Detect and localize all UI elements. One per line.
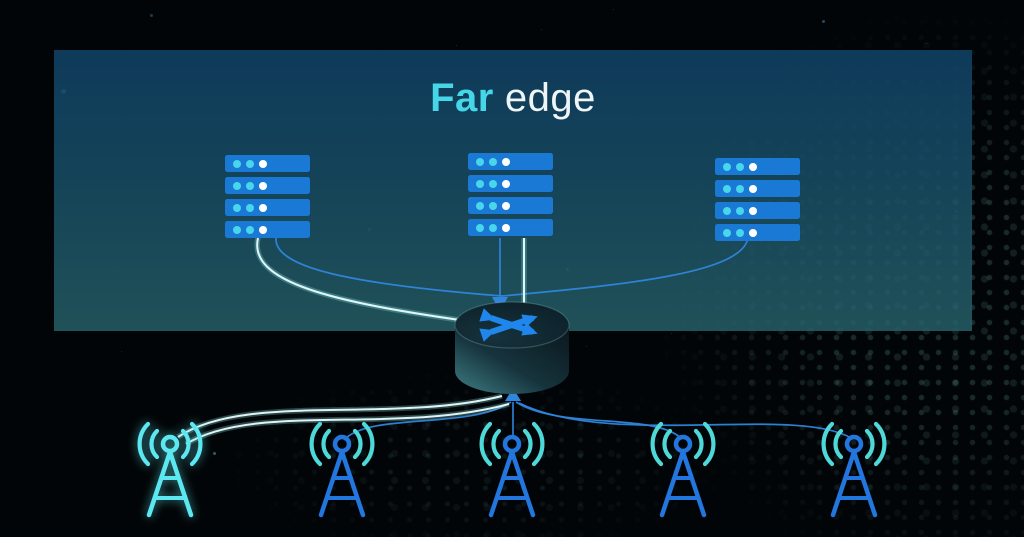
server-unit: [468, 153, 553, 170]
led-dot: [246, 159, 254, 168]
led-dot: [749, 206, 757, 215]
server-unit: [715, 180, 800, 197]
led-dot: [246, 203, 254, 212]
server-rack-3: [715, 158, 800, 246]
led-dot: [259, 225, 267, 234]
highlight-link-server1-switch: [254, 237, 475, 325]
led-dot: [736, 206, 744, 215]
switch-crossed-arrows-icon: [454, 301, 570, 394]
led-dot: [723, 206, 731, 215]
title-rest: edge: [504, 76, 596, 120]
led-dot: [489, 201, 497, 210]
led-dot: [502, 201, 510, 210]
led-dot: [736, 228, 744, 237]
led-dot: [736, 162, 744, 171]
led-dot: [502, 157, 510, 166]
server-rack-1: [225, 155, 310, 243]
led-dot: [502, 179, 510, 188]
led-dot: [489, 157, 497, 166]
server-unit: [468, 219, 553, 236]
led-dot: [476, 201, 484, 210]
led-dot: [502, 223, 510, 232]
led-dot: [246, 225, 254, 234]
server-unit: [468, 175, 553, 192]
edge-switch: [441, 293, 583, 410]
led-dot: [489, 223, 497, 232]
server-unit: [715, 224, 800, 241]
led-dot: [233, 181, 241, 190]
server-unit: [468, 197, 553, 214]
server-rack-icon: [225, 155, 310, 238]
led-dot: [476, 157, 484, 166]
led-dot: [259, 159, 267, 168]
led-dot: [476, 179, 484, 188]
radio-tower-icon-2: [292, 418, 392, 518]
link-switch-tower5: [518, 402, 852, 439]
led-dot: [749, 228, 757, 237]
led-dot: [489, 179, 497, 188]
server-rack-2: [468, 153, 553, 241]
server-rack-icon: [715, 158, 800, 241]
radio-tower-icon-3: [462, 418, 562, 518]
radio-tower-icon-4: [633, 418, 733, 518]
server-unit: [225, 199, 310, 216]
radio-tower-icon-1: [120, 418, 220, 518]
led-dot: [723, 162, 731, 171]
led-dot: [736, 184, 744, 193]
led-dot: [749, 184, 757, 193]
link-server1-switch: [275, 237, 503, 297]
led-dot: [233, 225, 241, 234]
server-rack-icon: [468, 153, 553, 236]
server-unit: [225, 177, 310, 194]
server-unit: [715, 158, 800, 175]
led-dot: [259, 203, 267, 212]
led-dot: [476, 223, 484, 232]
led-dot: [246, 181, 254, 190]
highlight-link-switch-tower1-a: [176, 393, 503, 440]
led-dot: [259, 181, 267, 190]
link-server3-switch: [501, 237, 749, 297]
radio-tower-icon-5: [804, 418, 904, 518]
led-dot: [723, 184, 731, 193]
server-unit: [715, 202, 800, 219]
server-unit: [225, 221, 310, 238]
server-unit: [225, 155, 310, 172]
led-dot: [723, 228, 731, 237]
led-dot: [749, 162, 757, 171]
led-dot: [233, 203, 241, 212]
highlight-link-switch-tower1-b: [184, 401, 510, 447]
far-edge-panel: Far edge: [54, 50, 972, 331]
panel-title: Far edge: [54, 76, 972, 121]
arrowhead-out-of-switch-icon: [505, 388, 521, 401]
title-highlight: Far: [430, 76, 494, 120]
led-dot: [233, 159, 241, 168]
